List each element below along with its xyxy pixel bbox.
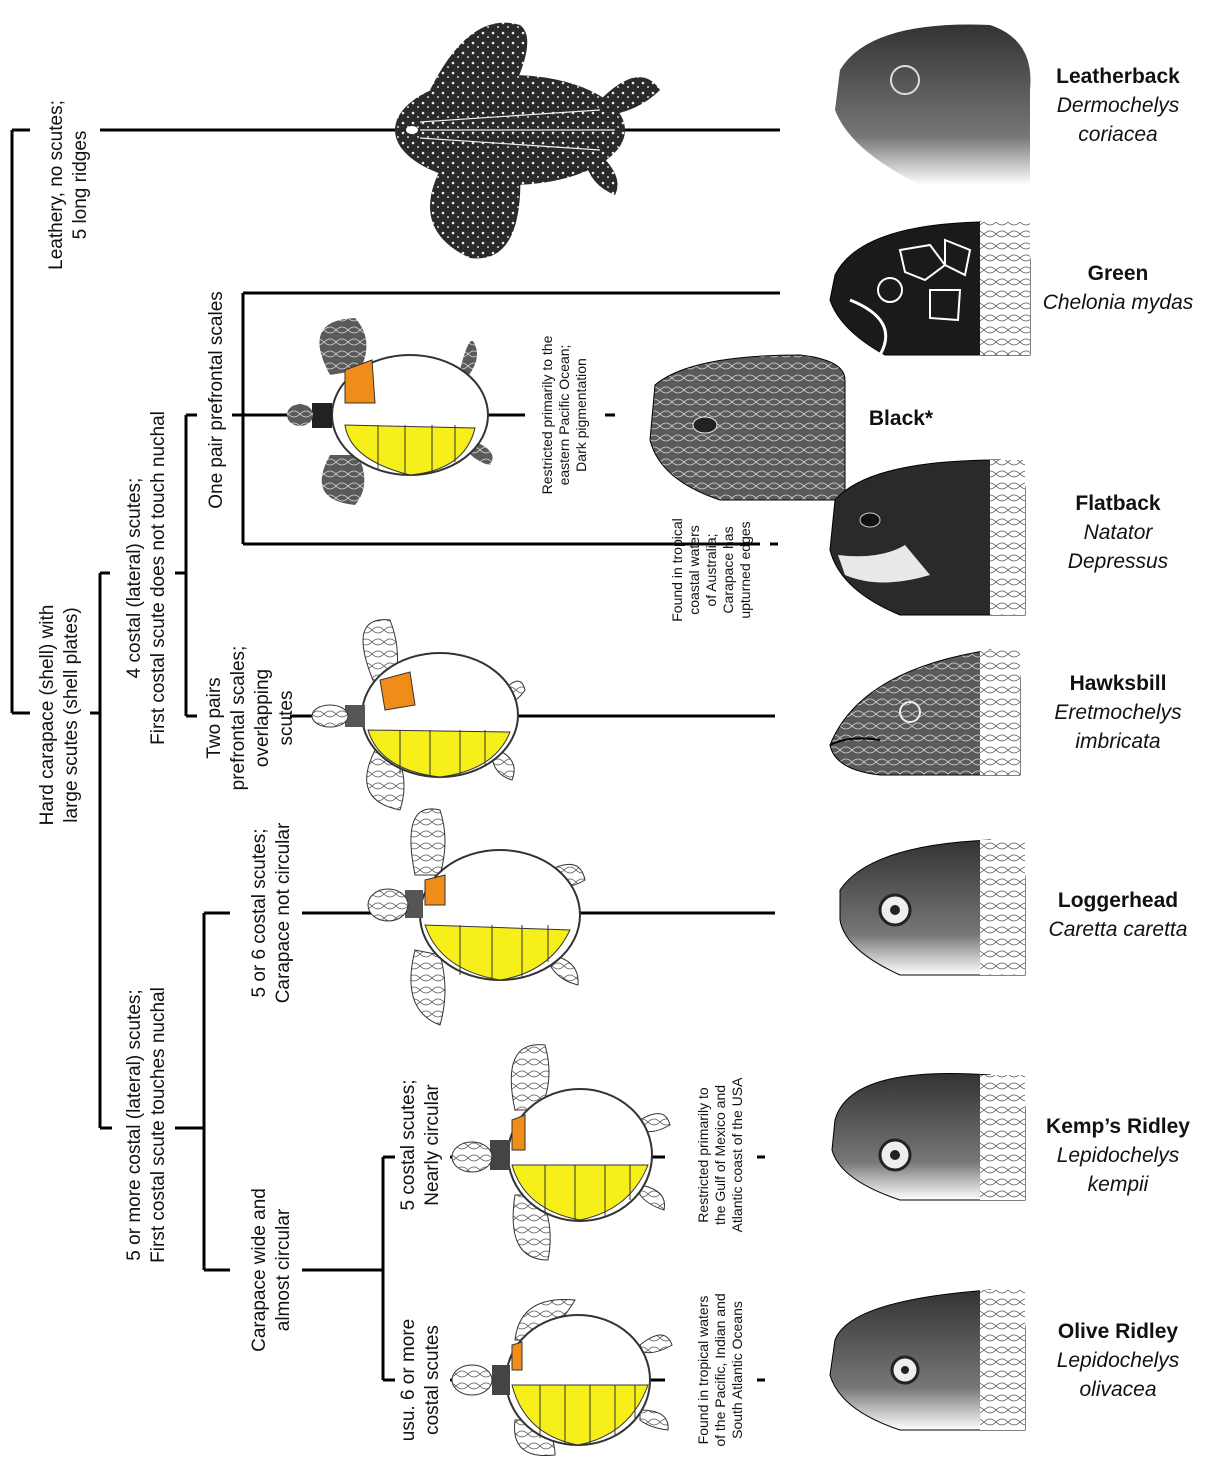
svg-text:5 or 6 costal scutes;: 5 or 6 costal scutes; xyxy=(249,829,270,998)
svg-text:Carapace has: Carapace has xyxy=(720,526,736,613)
branch-nearly-circular-label: 5 costal scutes; Nearly circular xyxy=(398,1080,443,1211)
svg-text:almost circular: almost circular xyxy=(273,1208,294,1331)
svg-text:of the Pacific, Indian and: of the Pacific, Indian and xyxy=(712,1293,728,1446)
svg-text:Carapace wide and: Carapace wide and xyxy=(249,1188,270,1352)
turtle-top-view-illustration xyxy=(287,318,672,1456)
hawksbill-turtle-shell xyxy=(312,620,525,810)
svg-text:overlapping: overlapping xyxy=(252,669,273,767)
svg-text:prefrontal scales;: prefrontal scales; xyxy=(228,646,249,791)
svg-text:large scutes (shell plates): large scutes (shell plates) xyxy=(61,607,82,822)
svg-text:Restricted primarily to the: Restricted primarily to the xyxy=(539,335,555,494)
species-kemps-ridley: Kemp’s Ridley Lepidochelys kempii xyxy=(1046,1115,1190,1196)
svg-text:Olive Ridley: Olive Ridley xyxy=(1058,1320,1179,1343)
svg-text:eastern Pacific Ocean;: eastern Pacific Ocean; xyxy=(556,345,572,486)
species-leatherback: Leatherback Dermochelys coriacea xyxy=(1056,65,1180,146)
svg-text:Nearly circular: Nearly circular xyxy=(422,1084,443,1206)
svg-text:costal scutes: costal scutes xyxy=(422,1325,443,1435)
svg-text:Dark pigmentation: Dark pigmentation xyxy=(573,358,589,472)
svg-text:Loggerhead: Loggerhead xyxy=(1058,889,1178,912)
svg-text:Depressus: Depressus xyxy=(1068,550,1169,573)
note-kemps: Restricted primarily to the Gulf of Mexi… xyxy=(695,1077,745,1233)
svg-text:upturned edges: upturned edges xyxy=(737,521,753,618)
svg-text:First costal scute does not to: First costal scute does not touch nuchal xyxy=(148,411,169,745)
svg-text:Natator: Natator xyxy=(1084,521,1154,544)
svg-text:Restricted primarily to: Restricted primarily to xyxy=(695,1087,711,1223)
svg-text:One pair prefrontal scales: One pair prefrontal scales xyxy=(206,291,227,509)
species-loggerhead: Loggerhead Caretta caretta xyxy=(1049,889,1188,941)
species-green: Green Chelonia mydas xyxy=(1043,262,1194,314)
branch-not-circular-label: 5 or 6 costal scutes; Carapace not circu… xyxy=(249,822,294,1003)
olive-ridley-turtle-shell xyxy=(452,1300,672,1456)
svg-text:imbricata: imbricata xyxy=(1075,730,1160,753)
svg-text:5 costal scutes;: 5 costal scutes; xyxy=(398,1080,419,1211)
svg-text:Black*: Black* xyxy=(869,407,934,430)
leatherback-turtle-illustration xyxy=(395,23,660,259)
svg-text:of Australia;: of Australia; xyxy=(703,533,719,606)
svg-text:Hawksbill: Hawksbill xyxy=(1070,672,1167,695)
svg-text:Lepidochelys: Lepidochelys xyxy=(1057,1349,1180,1372)
loggerhead-turtle-shell xyxy=(368,809,585,1025)
branch-four-costal-label: 4 costal (lateral) scutes; First costal … xyxy=(124,411,169,745)
svg-text:Green: Green xyxy=(1088,262,1149,285)
species-olive-ridley: Olive Ridley Lepidochelys olivacea xyxy=(1057,1320,1180,1401)
svg-text:Kemp’s Ridley: Kemp’s Ridley xyxy=(1046,1115,1190,1138)
svg-text:5 or more costal (lateral) scu: 5 or more costal (lateral) scutes; xyxy=(124,989,145,1260)
branch-six-costal-label: usu. 6 or more costal scutes xyxy=(398,1319,443,1442)
branch-hard-label: Hard carapace (shell) with large scutes … xyxy=(37,605,82,826)
svg-text:South Atlantic Oceans: South Atlantic Oceans xyxy=(729,1301,745,1439)
svg-text:First costal scute touches nuc: First costal scute touches nuchal xyxy=(148,987,169,1263)
svg-text:Lepidochelys: Lepidochelys xyxy=(1057,1144,1180,1167)
species-black: Black* xyxy=(869,407,934,430)
species-flatback: Flatback Natator Depressus xyxy=(1068,492,1169,573)
svg-text:Found in tropical waters: Found in tropical waters xyxy=(695,1296,711,1445)
svg-text:olivacea: olivacea xyxy=(1079,1378,1156,1401)
black-turtle-shell xyxy=(287,318,493,505)
svg-text:Atlantic coast of the USA: Atlantic coast of the USA xyxy=(729,1077,745,1233)
svg-text:usu. 6 or more: usu. 6 or more xyxy=(398,1319,419,1442)
svg-text:coriacea: coriacea xyxy=(1078,123,1157,146)
branch-one-pair-label: One pair prefrontal scales xyxy=(206,291,227,509)
note-olive: Found in tropical waters of the Pacific,… xyxy=(695,1293,745,1446)
svg-text:the Gulf of Mexico and: the Gulf of Mexico and xyxy=(712,1085,728,1225)
svg-text:Dermochelys: Dermochelys xyxy=(1057,94,1180,117)
svg-text:Leathery, no scutes;: Leathery, no scutes; xyxy=(46,100,67,270)
svg-text:4 costal (lateral) scutes;: 4 costal (lateral) scutes; xyxy=(124,478,145,679)
note-black: Restricted primarily to the eastern Paci… xyxy=(539,335,589,494)
svg-text:Carapace not circular: Carapace not circular xyxy=(273,822,294,1003)
branch-two-pairs-label: Two pairs prefrontal scales; overlapping… xyxy=(204,646,297,791)
svg-text:coastal waters: coastal waters xyxy=(686,525,702,614)
note-flatback: Found in tropical coastal waters of Aust… xyxy=(669,518,753,622)
svg-text:Chelonia mydas: Chelonia mydas xyxy=(1043,291,1194,314)
svg-text:5 long ridges: 5 long ridges xyxy=(70,131,91,240)
species-hawksbill: Hawksbill Eretmochelys imbricata xyxy=(1054,672,1182,753)
svg-text:Caretta caretta: Caretta caretta xyxy=(1049,918,1188,941)
svg-text:Hard carapace (shell) with: Hard carapace (shell) with xyxy=(37,605,58,826)
branch-five-costal-label: 5 or more costal (lateral) scutes; First… xyxy=(124,987,169,1263)
svg-text:scutes: scutes xyxy=(276,691,297,746)
svg-text:Flatback: Flatback xyxy=(1075,492,1161,515)
branch-leathery-label: Leathery, no scutes; 5 long ridges xyxy=(46,100,91,270)
svg-text:Found in tropical: Found in tropical xyxy=(669,518,685,622)
svg-text:Eretmochelys: Eretmochelys xyxy=(1054,701,1182,724)
svg-text:kempii: kempii xyxy=(1088,1173,1150,1196)
branch-circular-label: Carapace wide and almost circular xyxy=(249,1188,294,1352)
svg-text:Two pairs: Two pairs xyxy=(204,677,225,758)
svg-text:Leatherback: Leatherback xyxy=(1056,65,1180,88)
kemps-ridley-turtle-shell xyxy=(452,1045,670,1260)
